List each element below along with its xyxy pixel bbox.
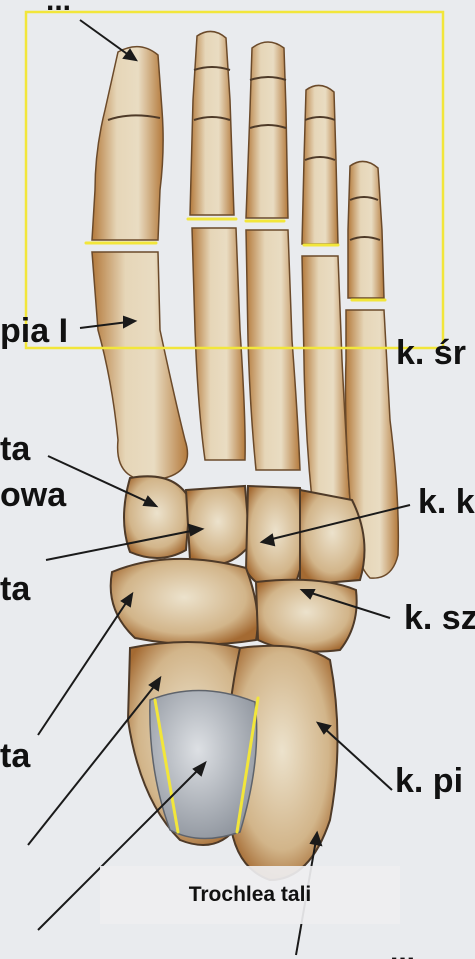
label-owa: owa bbox=[0, 478, 66, 512]
label-k-pi: k. pi bbox=[395, 764, 463, 798]
label-bottom-cut: ... bbox=[390, 938, 415, 959]
label-ta-3: ta bbox=[0, 739, 30, 773]
label-k-sr: k. śr bbox=[396, 336, 466, 370]
label-ta-1: ta bbox=[0, 432, 30, 466]
label-ta-2: ta bbox=[0, 572, 30, 606]
label-k-k: k. k bbox=[418, 485, 475, 519]
label-phalanx-proximal: pia I bbox=[0, 314, 68, 348]
label-top-cut: ... bbox=[46, 0, 71, 16]
label-k-sz: k. sz bbox=[404, 601, 475, 635]
caption-trochlea-tali: Trochlea tali bbox=[100, 866, 400, 924]
